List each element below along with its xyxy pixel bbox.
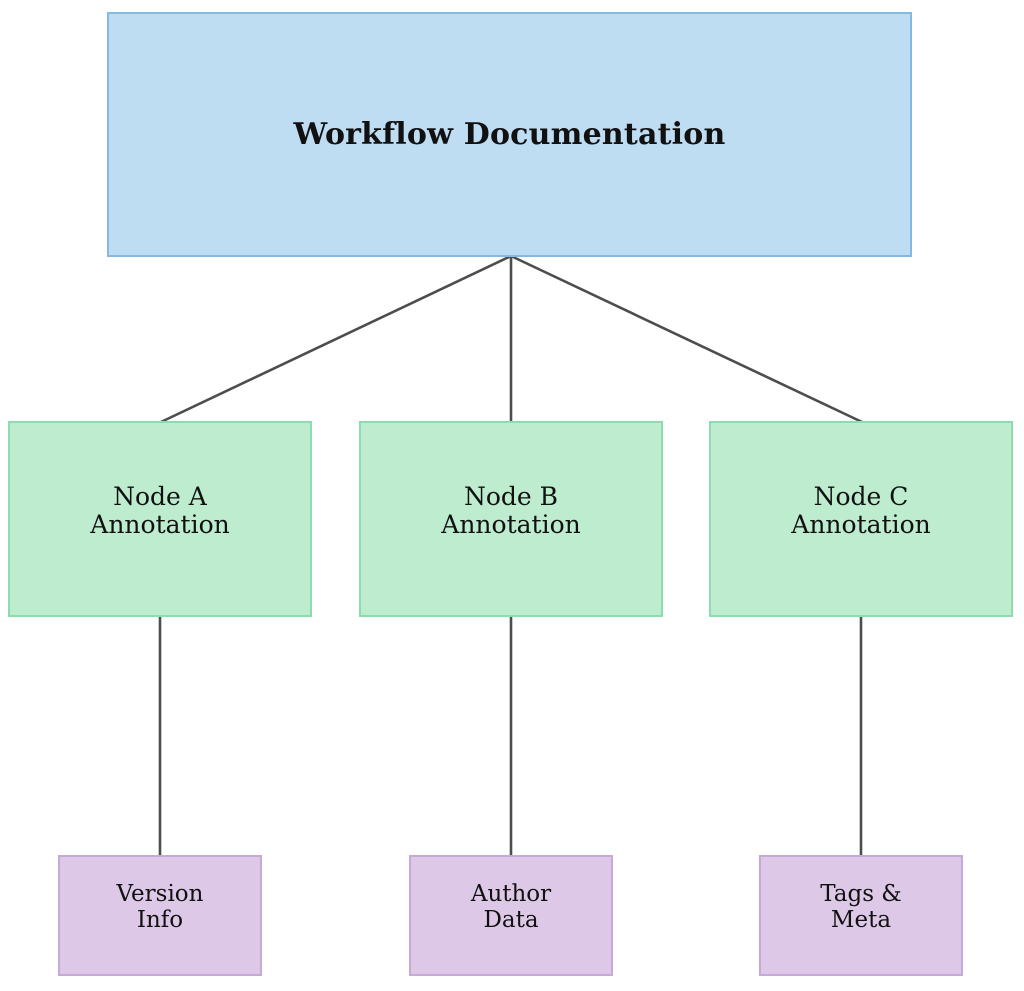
- node-leaf-version-info-label: Version Info: [116, 880, 204, 933]
- node-mid-node-a-label: Node A Annotation: [90, 482, 230, 539]
- node-mid-node-c[interactable]: Node C Annotation: [709, 421, 1013, 617]
- node-leaf-tags-meta[interactable]: Tags & Meta: [759, 855, 963, 976]
- node-mid-node-c-label: Node C Annotation: [791, 482, 931, 539]
- node-root-workflow-documentation[interactable]: Workflow Documentation: [107, 12, 912, 257]
- node-leaf-tags-meta-label: Tags & Meta: [820, 880, 902, 933]
- node-mid-node-b-label: Node B Annotation: [441, 482, 581, 539]
- node-leaf-author-data-label: Author Data: [470, 880, 552, 933]
- node-leaf-author-data[interactable]: Author Data: [409, 855, 613, 976]
- node-leaf-version-info[interactable]: Version Info: [58, 855, 262, 976]
- node-mid-node-b[interactable]: Node B Annotation: [359, 421, 663, 617]
- node-mid-node-a[interactable]: Node A Annotation: [8, 421, 312, 617]
- edge-root-to-node-c: [510, 254, 863, 424]
- edge-root-to-node-a: [160, 254, 512, 424]
- node-root-label: Workflow Documentation: [293, 116, 726, 152]
